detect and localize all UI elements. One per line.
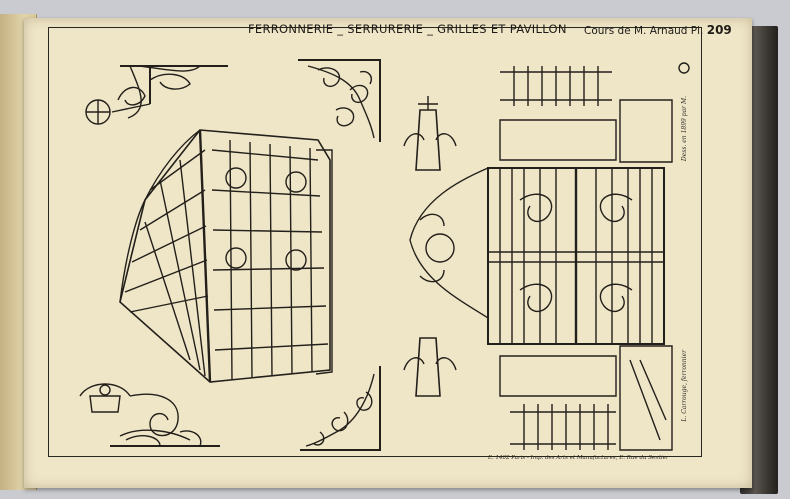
course-reference: Cours de M. Arnaud Pl. 209 [584,23,732,37]
pavilion-drawing [119,129,333,383]
plate-border [48,27,702,457]
lantern-bracket-bottom [79,383,220,447]
course-prefix: Cours de M. Arnaud Pl. [584,25,704,37]
corner-bracket-top [298,59,381,142]
plate-title: FERRONNERIE _ SERRURERIE _ GRILLES ET PA… [248,22,567,36]
gate-drawing [403,62,690,451]
printer-imprint: E. 1402 Paris - Imp. des Arts et Manufac… [488,455,669,461]
corner-bracket-bottom [300,366,381,451]
plate-number: 209 [706,23,732,37]
lantern-bracket-top [85,65,228,125]
